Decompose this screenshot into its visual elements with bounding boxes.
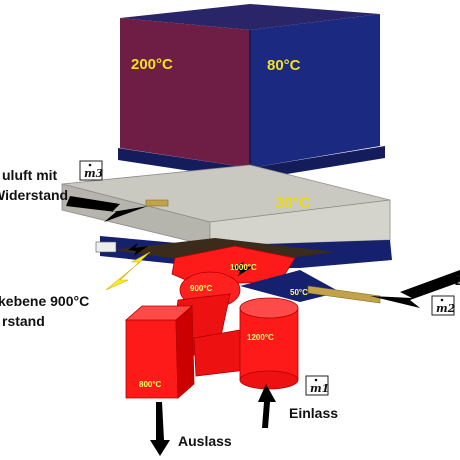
label-auslass: Auslass <box>178 433 232 449</box>
flow-marker-m3-text: m3 <box>84 167 104 180</box>
label-right-edge: Z <box>455 272 460 288</box>
upper-block <box>118 4 385 180</box>
pipe-right <box>307 285 381 304</box>
pipes <box>145 199 381 304</box>
label-900c: 900°C <box>190 284 213 293</box>
upper-block-top-face <box>120 4 380 30</box>
label-800c: 800°C <box>139 380 162 389</box>
block-800-side <box>175 305 195 399</box>
label-1200c: 1200°C <box>247 333 274 342</box>
arrow-small-mid <box>232 262 254 276</box>
arrow-small-left <box>128 243 148 256</box>
white-slot <box>95 241 117 253</box>
flow-arrows <box>66 196 460 456</box>
arrow-right-inflow <box>370 270 460 308</box>
label-50c: 50°C <box>290 288 308 297</box>
flow-marker-m2: m2 <box>431 295 456 316</box>
label-1000c: 1000°C <box>230 263 257 272</box>
combustion-parts <box>124 245 299 399</box>
arrow-einlass <box>258 384 276 428</box>
label-inflow-line1: uluft mit <box>2 167 58 183</box>
label-80c: 80°C <box>267 57 301 74</box>
pipe-left <box>145 199 169 207</box>
grey-plate <box>61 164 391 247</box>
label-plane-line1: kebene 900°C <box>0 293 89 309</box>
label-30c: 30°C <box>275 195 311 212</box>
cylinder-1200-bottom <box>239 370 299 390</box>
flow-marker-m2-text: m2 <box>436 302 456 315</box>
arrow-auslass <box>150 402 170 456</box>
upper-block-left-face <box>120 18 250 168</box>
cylinder-1200-body <box>239 307 299 381</box>
cylinder-1200-top <box>239 297 299 319</box>
flow-marker-m3: m3 <box>79 160 104 181</box>
lightning-bolt-icon <box>105 251 151 291</box>
arrow-left-inflow <box>66 196 148 222</box>
connector-red <box>193 329 247 377</box>
label-inflow-line2: Widerstand <box>0 187 68 203</box>
label-200c: 200°C <box>131 56 173 73</box>
upper-block-right-face <box>250 14 380 168</box>
label-einlass: Einlass <box>289 405 338 421</box>
label-plane-line2: rstand <box>2 313 45 329</box>
flow-marker-m1: m1 <box>305 375 329 396</box>
flow-marker-m1-text: m1 <box>310 382 329 395</box>
